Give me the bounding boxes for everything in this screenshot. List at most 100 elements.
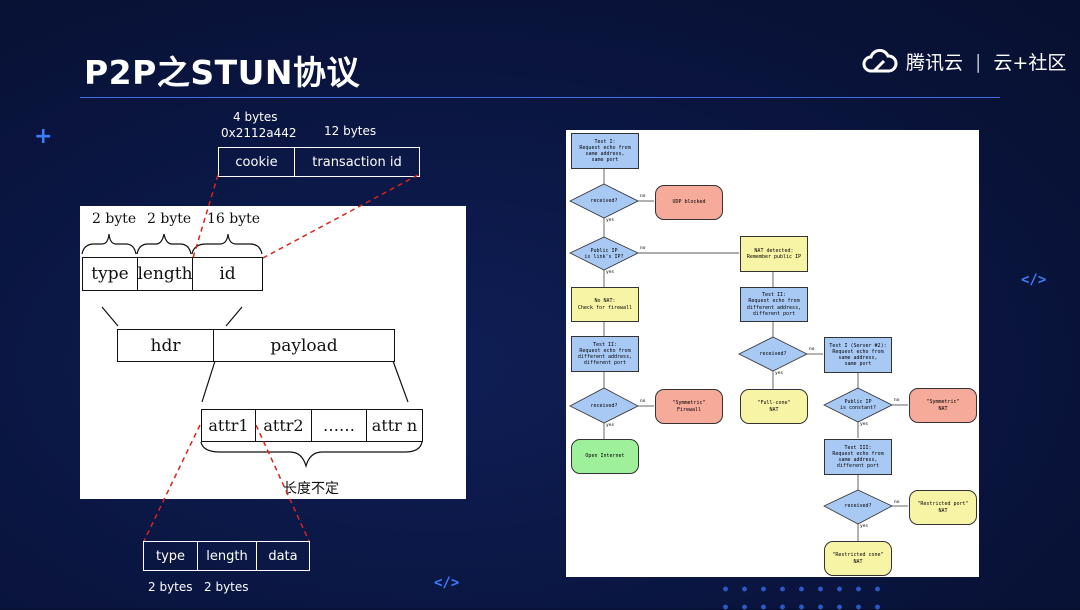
line: Request echo from xyxy=(579,347,631,354)
brand-name: 腾讯云 xyxy=(906,52,964,74)
cookie-value-label: 0x2112a442 xyxy=(221,126,297,140)
udp-blocked-box: UDP blocked xyxy=(655,185,723,220)
line: No NAT: xyxy=(594,298,616,305)
full-cone-nat-box: "Full-cone" NAT xyxy=(740,389,808,424)
field-length: length xyxy=(137,258,193,290)
variable-length-label: 长度不定 xyxy=(283,481,339,497)
symmetric-firewall-box: "Symmetric" Firewall xyxy=(655,389,723,424)
transaction-id-cell: transaction id xyxy=(312,154,402,170)
attribute-tlv-box: type length data xyxy=(143,541,310,571)
line: Test I (Server #2): xyxy=(829,342,887,349)
line: same port xyxy=(591,157,619,164)
line: Test II: xyxy=(761,292,787,298)
no-label: no xyxy=(640,194,646,199)
stun-header-fields: type length id xyxy=(82,257,263,291)
line: NAT xyxy=(853,558,863,565)
id-size-label: 16 byte xyxy=(207,211,261,227)
nat-detection-flowchart: Test I: Request echo from same address, … xyxy=(566,130,979,577)
line: "Symmetric" xyxy=(672,400,706,407)
nat-detected-box: NAT detected: Remember public IP xyxy=(740,236,808,272)
no-label: no xyxy=(640,246,646,251)
stun-magic-box: cookie transaction id xyxy=(218,147,420,177)
line: "Symmetric" xyxy=(926,399,960,406)
brand-community: 云+社区 xyxy=(993,52,1067,74)
line: NAT xyxy=(938,405,948,412)
message-box: hdr payload xyxy=(117,329,395,362)
tid-size-label: 12 bytes xyxy=(324,124,377,138)
tlv-data-cell: data xyxy=(268,548,298,564)
cookie-size-label: 4 bytes xyxy=(233,110,278,124)
line: Request echo from xyxy=(832,450,884,457)
line: different address, xyxy=(746,304,802,311)
line: Request echo from xyxy=(748,298,800,305)
line: different port xyxy=(583,360,627,367)
public-ip-decision: Public IP is link's IP? xyxy=(576,246,632,262)
line: "Full-cone" xyxy=(757,400,791,407)
line: NAT detected: xyxy=(754,247,794,254)
attr-cell: attr2 xyxy=(256,410,312,441)
line: Public IP xyxy=(590,247,618,254)
line: different port xyxy=(752,310,796,317)
no-nat-box: No NAT: Check for firewall xyxy=(571,287,639,322)
restricted-cone-nat-box: "Restricted cone" NAT xyxy=(824,541,892,576)
line: same address, xyxy=(838,457,878,463)
yes-label: yes xyxy=(606,423,615,428)
line: different port xyxy=(836,463,880,470)
test2-left-box: Test II: Request echo from different add… xyxy=(571,336,639,372)
attributes-box: attr1 attr2 …… attr n xyxy=(201,409,423,442)
cloud-logo-icon xyxy=(862,48,898,72)
brace-lines xyxy=(81,233,423,469)
brand-logo: 腾讯云 | 云+社区 xyxy=(862,48,1066,75)
public-ip-constant-decision: Public IP is constant? xyxy=(830,397,886,413)
line: "Restricted cone" xyxy=(832,552,884,559)
tlv-type-cell: type xyxy=(144,542,198,570)
plus-decoration-icon: + xyxy=(34,124,53,149)
attr-cell: attr n xyxy=(371,416,418,435)
received-decision: received? xyxy=(759,350,787,357)
line: Test II: xyxy=(592,341,618,348)
line: Request echo from xyxy=(579,144,631,151)
dot-grid-decoration xyxy=(716,580,886,610)
yes-label: yes xyxy=(775,371,784,376)
slide-title: P2P之STUN协议 xyxy=(84,53,361,92)
field-type: type xyxy=(83,258,138,290)
no-label: no xyxy=(809,347,815,352)
restricted-port-nat-box: "Restricted port" NAT xyxy=(909,490,977,525)
line: Firewall xyxy=(676,406,702,413)
brand-separator: | xyxy=(975,50,982,73)
line: same address, xyxy=(838,355,878,361)
no-label: no xyxy=(894,500,900,505)
no-label: no xyxy=(894,398,900,403)
line: Test III: xyxy=(844,444,872,451)
title-underline xyxy=(80,97,1000,98)
line: NAT xyxy=(938,507,948,514)
test1-server2-box: Test I (Server #2): Request echo from sa… xyxy=(824,337,892,373)
line: NAT xyxy=(769,406,779,413)
line: different address, xyxy=(577,354,633,360)
length-size-label: 2 byte xyxy=(147,211,192,227)
line: same port xyxy=(844,361,872,368)
tlv-length-size: 2 bytes xyxy=(204,580,249,594)
line: is link's IP? xyxy=(584,254,624,260)
line: Public IP xyxy=(844,398,872,405)
test3-box: Test III: Request echo from same address… xyxy=(824,439,892,475)
line: Remember public IP xyxy=(746,254,802,260)
received-decision: received? xyxy=(590,197,618,204)
tlv-length-cell: length xyxy=(198,542,257,570)
yes-label: yes xyxy=(860,524,869,529)
no-label: no xyxy=(640,399,646,404)
received-decision: received? xyxy=(844,502,872,509)
tlv-type-size: 2 bytes xyxy=(148,580,193,594)
line: Check for firewall xyxy=(577,304,633,311)
line: is constant? xyxy=(839,405,877,411)
cookie-cell: cookie xyxy=(219,148,295,176)
test1-box: Test I: Request echo from same address, … xyxy=(571,133,639,169)
line: same address, xyxy=(585,151,625,157)
code-decoration-icon: </> xyxy=(1021,272,1047,288)
payload-cell: payload xyxy=(270,335,338,356)
yes-label: yes xyxy=(606,218,615,223)
type-size-label: 2 byte xyxy=(92,211,137,227)
field-id: id xyxy=(219,264,236,284)
test2-right-box: Test II: Request echo from different add… xyxy=(740,287,808,322)
